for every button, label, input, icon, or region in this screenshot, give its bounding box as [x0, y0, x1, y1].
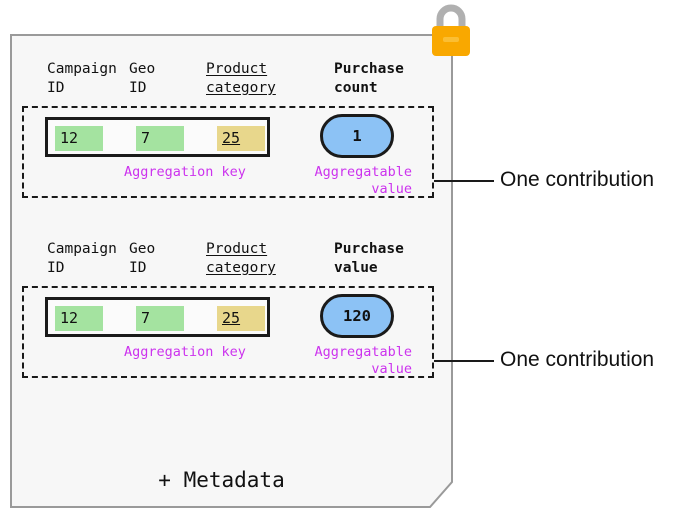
- aggregation-key-label: Aggregation key: [124, 344, 246, 360]
- key-cell-campaign-id: 12: [55, 306, 103, 331]
- metadata-footer: + Metadata: [158, 468, 285, 492]
- aggregation-key-box: 12 7 25: [45, 117, 270, 157]
- header-campaign-id: Campaign ID: [47, 61, 117, 96]
- aggregation-key-box: 12 7 25: [45, 297, 270, 337]
- header-product-category: Product category: [206, 61, 276, 96]
- contribution-boundary: 12 7 25 120 Aggregation key Aggregatable…: [22, 286, 434, 378]
- aggregatable-value-label: Aggregatable value: [314, 344, 412, 377]
- header-purchase-count: Purchase count: [334, 61, 404, 96]
- header-geo-id: Geo ID: [129, 61, 156, 96]
- callout-leader-line-2: [434, 360, 494, 362]
- padlock-icon: [432, 4, 470, 56]
- aggregatable-value-pill: 1: [320, 114, 394, 158]
- column-headers: Campaign ID Geo ID Product category Purc…: [0, 60, 443, 108]
- header-purchase-value: Purchase value: [334, 241, 404, 276]
- key-cell-product-category: 25: [217, 306, 265, 331]
- aggregatable-value-pill: 120: [320, 294, 394, 338]
- header-campaign-id: Campaign ID: [47, 241, 117, 276]
- callout-leader-line-1: [434, 180, 494, 182]
- key-cell-product-category: 25: [217, 126, 265, 151]
- callout-one-contribution-1: One contribution: [500, 168, 655, 191]
- key-cell-campaign-id: 12: [55, 126, 103, 151]
- aggregation-key-label: Aggregation key: [124, 164, 246, 180]
- callout-one-contribution-2: One contribution: [500, 348, 655, 371]
- contribution-block-1: Campaign ID Geo ID Product category Purc…: [0, 60, 443, 198]
- header-geo-id: Geo ID: [129, 241, 156, 276]
- key-cell-geo-id: 7: [136, 126, 184, 151]
- contribution-block-2: Campaign ID Geo ID Product category Purc…: [0, 240, 443, 378]
- aggregatable-value-label: Aggregatable value: [314, 164, 412, 197]
- key-cell-geo-id: 7: [136, 306, 184, 331]
- header-product-category: Product category: [206, 241, 276, 276]
- contribution-boundary: 12 7 25 1 Aggregation key Aggregatable v…: [22, 106, 434, 198]
- column-headers: Campaign ID Geo ID Product category Purc…: [0, 240, 443, 288]
